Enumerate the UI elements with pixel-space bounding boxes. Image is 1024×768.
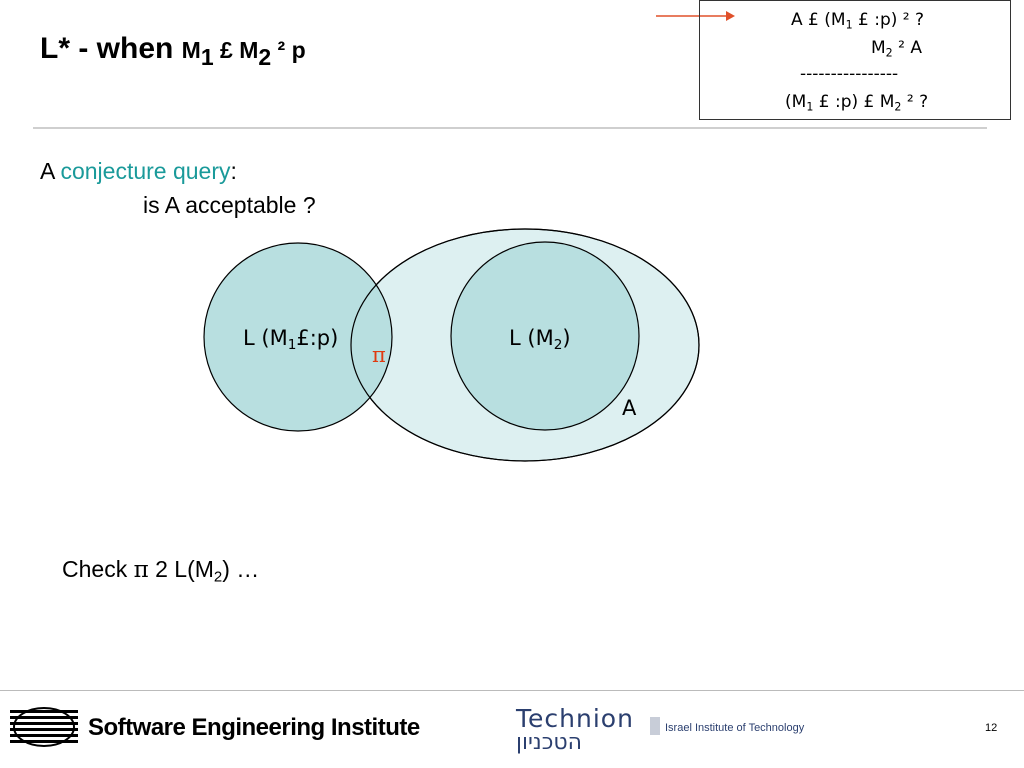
set-a-outline	[350, 228, 700, 462]
page-number: 12	[985, 722, 998, 734]
title-main: L* - when	[40, 32, 182, 65]
check-statement: Check π 2 L(M2) …	[62, 556, 260, 586]
technion-subtitle: Israel Institute of Technology	[665, 722, 805, 734]
question-line-2: is A acceptable ?	[143, 192, 316, 218]
rule-line-1: A £ (M1 £ :p) ² ?	[791, 10, 925, 32]
set-lm2-circle	[450, 241, 640, 431]
footer: Software Engineering Institute Technion …	[0, 690, 1024, 768]
technion-divider	[650, 717, 660, 735]
sei-wordmark: Software Engineering Institute	[88, 714, 420, 741]
title-m1: M	[181, 37, 201, 63]
title-sub1: 1	[200, 43, 214, 70]
set-lm1-circle	[203, 242, 393, 432]
title-mid: £ M	[213, 37, 259, 63]
label-l-m1-not-p: L (M1£:p)	[243, 326, 339, 354]
question-line-1: A conjecture query:	[40, 158, 237, 184]
title-sub2: 2	[258, 43, 272, 70]
rule-line-4: (M1 £ :p) £ M2 ² ?	[785, 92, 929, 114]
label-l-m2: L (M2)	[509, 326, 571, 354]
technion-hebrew-wordmark: הטכניון	[516, 730, 582, 755]
footer-divider	[0, 690, 1024, 691]
technion-wordmark: Technion	[516, 704, 634, 733]
rule-separator: ----------------	[800, 64, 899, 84]
arrow-icon	[656, 11, 735, 21]
rule-line-2: M2 ² A	[871, 38, 922, 60]
slide-title: L* - when M1 £ M2 ² p	[40, 32, 306, 68]
counterexample-pi: π	[372, 343, 386, 367]
title-end: ² p	[271, 37, 306, 63]
label-a: A	[622, 396, 637, 420]
inference-rule-box: A £ (M1 £ :p) ² ? M2 ² A ---------------…	[699, 0, 1011, 120]
conjecture-query-term: conjecture query	[60, 158, 231, 184]
sei-logo-icon	[10, 707, 78, 747]
title-divider	[33, 127, 987, 129]
